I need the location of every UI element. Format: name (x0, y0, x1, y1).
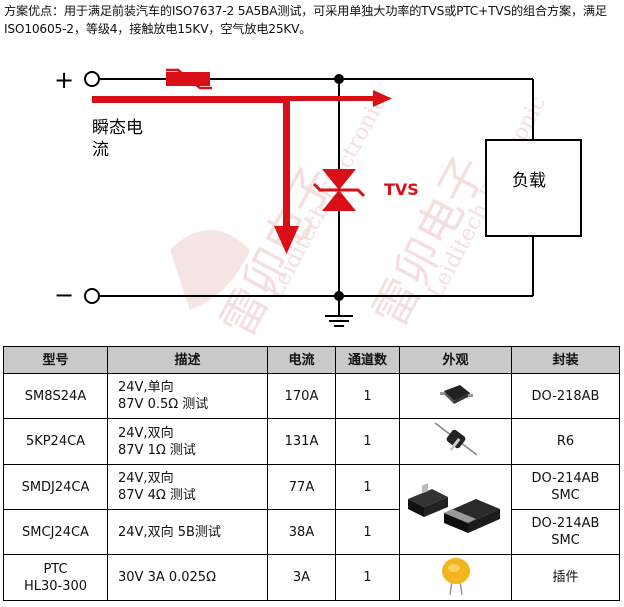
cell-appearance (399, 418, 512, 465)
minus-terminal-label: − (54, 281, 74, 309)
table-row: SMCJ24CA 24V,双向 5B测试 38A 1 DO-214AB SMC (3, 509, 620, 555)
cell-channels: 1 (335, 418, 400, 465)
cell-current: 170A (267, 373, 336, 419)
cell-model: 5KP24CA (3, 418, 108, 465)
smd-chip-icon (439, 384, 473, 404)
scheme-description: 方案优点：用于满足前装汽车的ISO7637-2 5A5BA测试，可采用单独大功率… (4, 4, 607, 36)
cell-package: 插件 (511, 554, 620, 601)
header-appearance: 外观 (399, 346, 512, 374)
ground-symbol (325, 296, 353, 327)
top-node (334, 74, 344, 84)
cell-current: 38A (267, 509, 336, 555)
header-description: 描述 (107, 346, 268, 374)
tvs-diode-icon (312, 169, 366, 211)
cell-channels: 1 (335, 373, 400, 419)
plus-terminal (84, 71, 100, 87)
cell-package: DO-214AB SMC (511, 464, 620, 510)
cell-channels: 1 (335, 509, 400, 555)
table-row: SM8S24A 24V,单向 87V 0.5Ω 测试 170A 1 DO-218… (3, 373, 620, 419)
watermark-logo (170, 230, 250, 310)
protection-circuit-diagram: 雷卯电子 Leiditech Electronic 雷卯电子 Leiditech… (54, 66, 582, 344)
surge-current-label-line1: 瞬态电 (92, 118, 143, 138)
ptc-disc-icon (441, 558, 470, 596)
cell-package: DO-218AB (511, 373, 620, 419)
tvs-label: TVS (384, 180, 419, 199)
table-header-row: 型号 描述 电流 通道数 外观 封装 (3, 346, 620, 374)
header-channels: 通道数 (335, 346, 400, 374)
cell-model: SMDJ24CA (3, 464, 108, 510)
cell-description: 24V,双向 87V 1Ω 测试 (107, 418, 268, 465)
header-package: 封装 (511, 346, 620, 374)
axial-diode-icon (434, 422, 477, 456)
surge-current-label-line2: 流 (92, 140, 109, 160)
cell-package: R6 (511, 418, 620, 465)
cell-current: 131A (267, 418, 336, 465)
cell-channels: 1 (335, 554, 400, 601)
cell-description: 30V 3A 0.025Ω (107, 554, 268, 601)
cell-current: 77A (267, 464, 336, 510)
cell-package: DO-214AB SMC (511, 509, 620, 555)
cell-appearance (399, 464, 512, 555)
product-spec-table: 型号 描述 电流 通道数 外观 封装 SM8S24A 24V,单向 87V 0.… (3, 346, 620, 601)
cell-model: SM8S24A (3, 373, 108, 419)
cell-description: 24V,单向 87V 0.5Ω 测试 (107, 373, 268, 419)
load-box (485, 139, 582, 237)
cell-model: SMCJ24CA (3, 509, 108, 555)
header-current: 电流 (267, 346, 336, 374)
cell-appearance (399, 373, 512, 419)
cell-channels: 1 (335, 464, 400, 510)
table-row: SMDJ24CA 24V,双向 87V 4Ω 测试 77A 1 DO-214AB… (3, 464, 620, 555)
header-model: 型号 (3, 346, 108, 374)
cell-current: 3A (267, 554, 336, 601)
smd-pair-icon (407, 483, 500, 533)
cell-description: 24V,双向 5B测试 (107, 509, 268, 555)
table-row: 5KP24CA 24V,双向 87V 1Ω 测试 131A 1 R6 (3, 418, 620, 465)
cell-model: PTC HL30-300 (3, 554, 108, 601)
cell-description: 24V,双向 87V 4Ω 测试 (107, 464, 268, 510)
series-protection-device-icon (166, 68, 212, 90)
plus-terminal-label: + (54, 66, 74, 94)
minus-terminal (84, 288, 100, 304)
load-label: 负载 (512, 171, 546, 191)
cell-appearance (399, 554, 512, 601)
surge-current-path (92, 90, 392, 254)
table-row: PTC HL30-300 30V 3A 0.025Ω 3A 1 插件 (3, 554, 620, 601)
